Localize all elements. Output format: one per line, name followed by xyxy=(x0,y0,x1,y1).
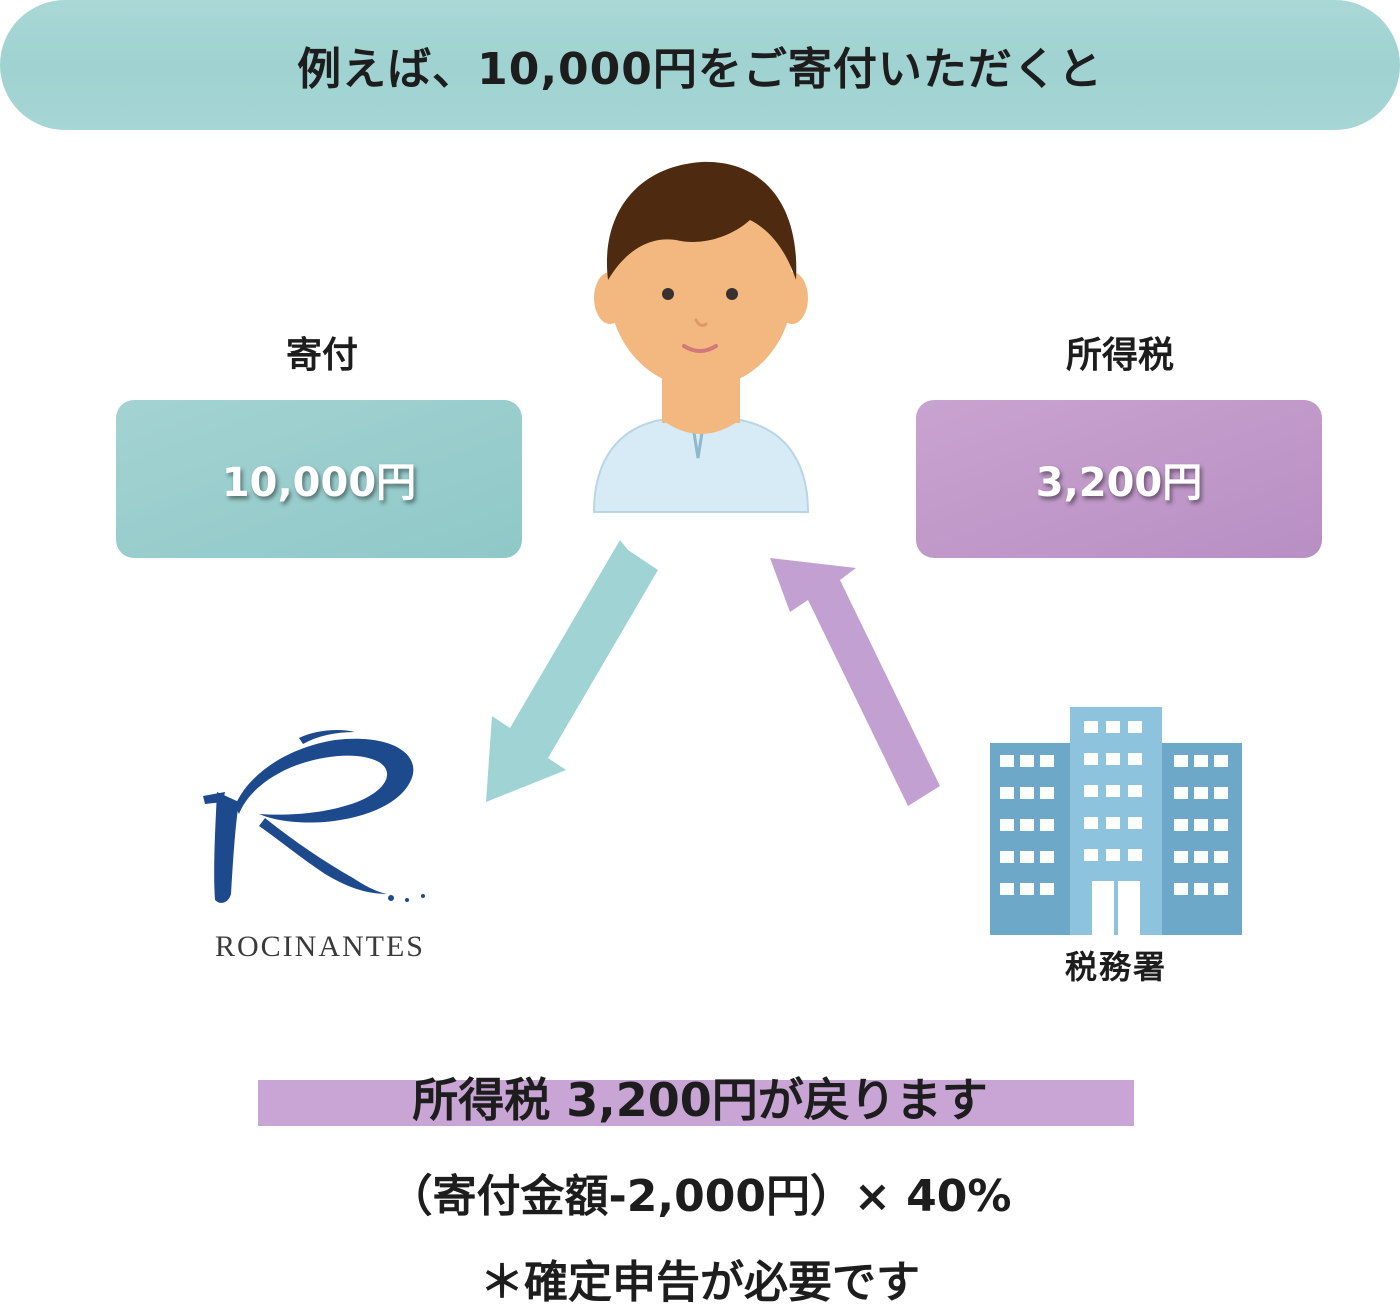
note-line: ＊確定申告が必要です xyxy=(480,1257,920,1308)
donation-amount-box: 10,000円 xyxy=(116,400,522,558)
rocinantes-logo-icon xyxy=(203,730,425,903)
refund-highlight-bar xyxy=(258,1080,1134,1126)
income-tax-amount: 3,200円 xyxy=(1035,460,1203,506)
person-icon xyxy=(592,161,810,513)
income-tax-label: 所得税 xyxy=(1065,335,1174,376)
tax-office-label: 税務署 xyxy=(1064,948,1167,986)
organization-name: ROCINANTES xyxy=(214,930,425,963)
donation-arrow-icon xyxy=(486,540,658,802)
building-icon xyxy=(990,707,1242,935)
header-banner: 例えば、10,000円をご寄付いただくと xyxy=(0,0,1400,130)
income-tax-amount-box: 3,200円 xyxy=(916,400,1322,558)
donation-label: 寄付 xyxy=(285,335,358,376)
header-title: 例えば、10,000円をご寄付いただくと xyxy=(297,44,1103,95)
formula-line: （寄付金額-2,000円）× 40% xyxy=(388,1171,1012,1222)
refund-arrow-icon xyxy=(770,558,940,806)
donation-amount: 10,000円 xyxy=(221,460,417,506)
refund-line: 所得税 3,200円が戻ります xyxy=(412,1073,988,1127)
